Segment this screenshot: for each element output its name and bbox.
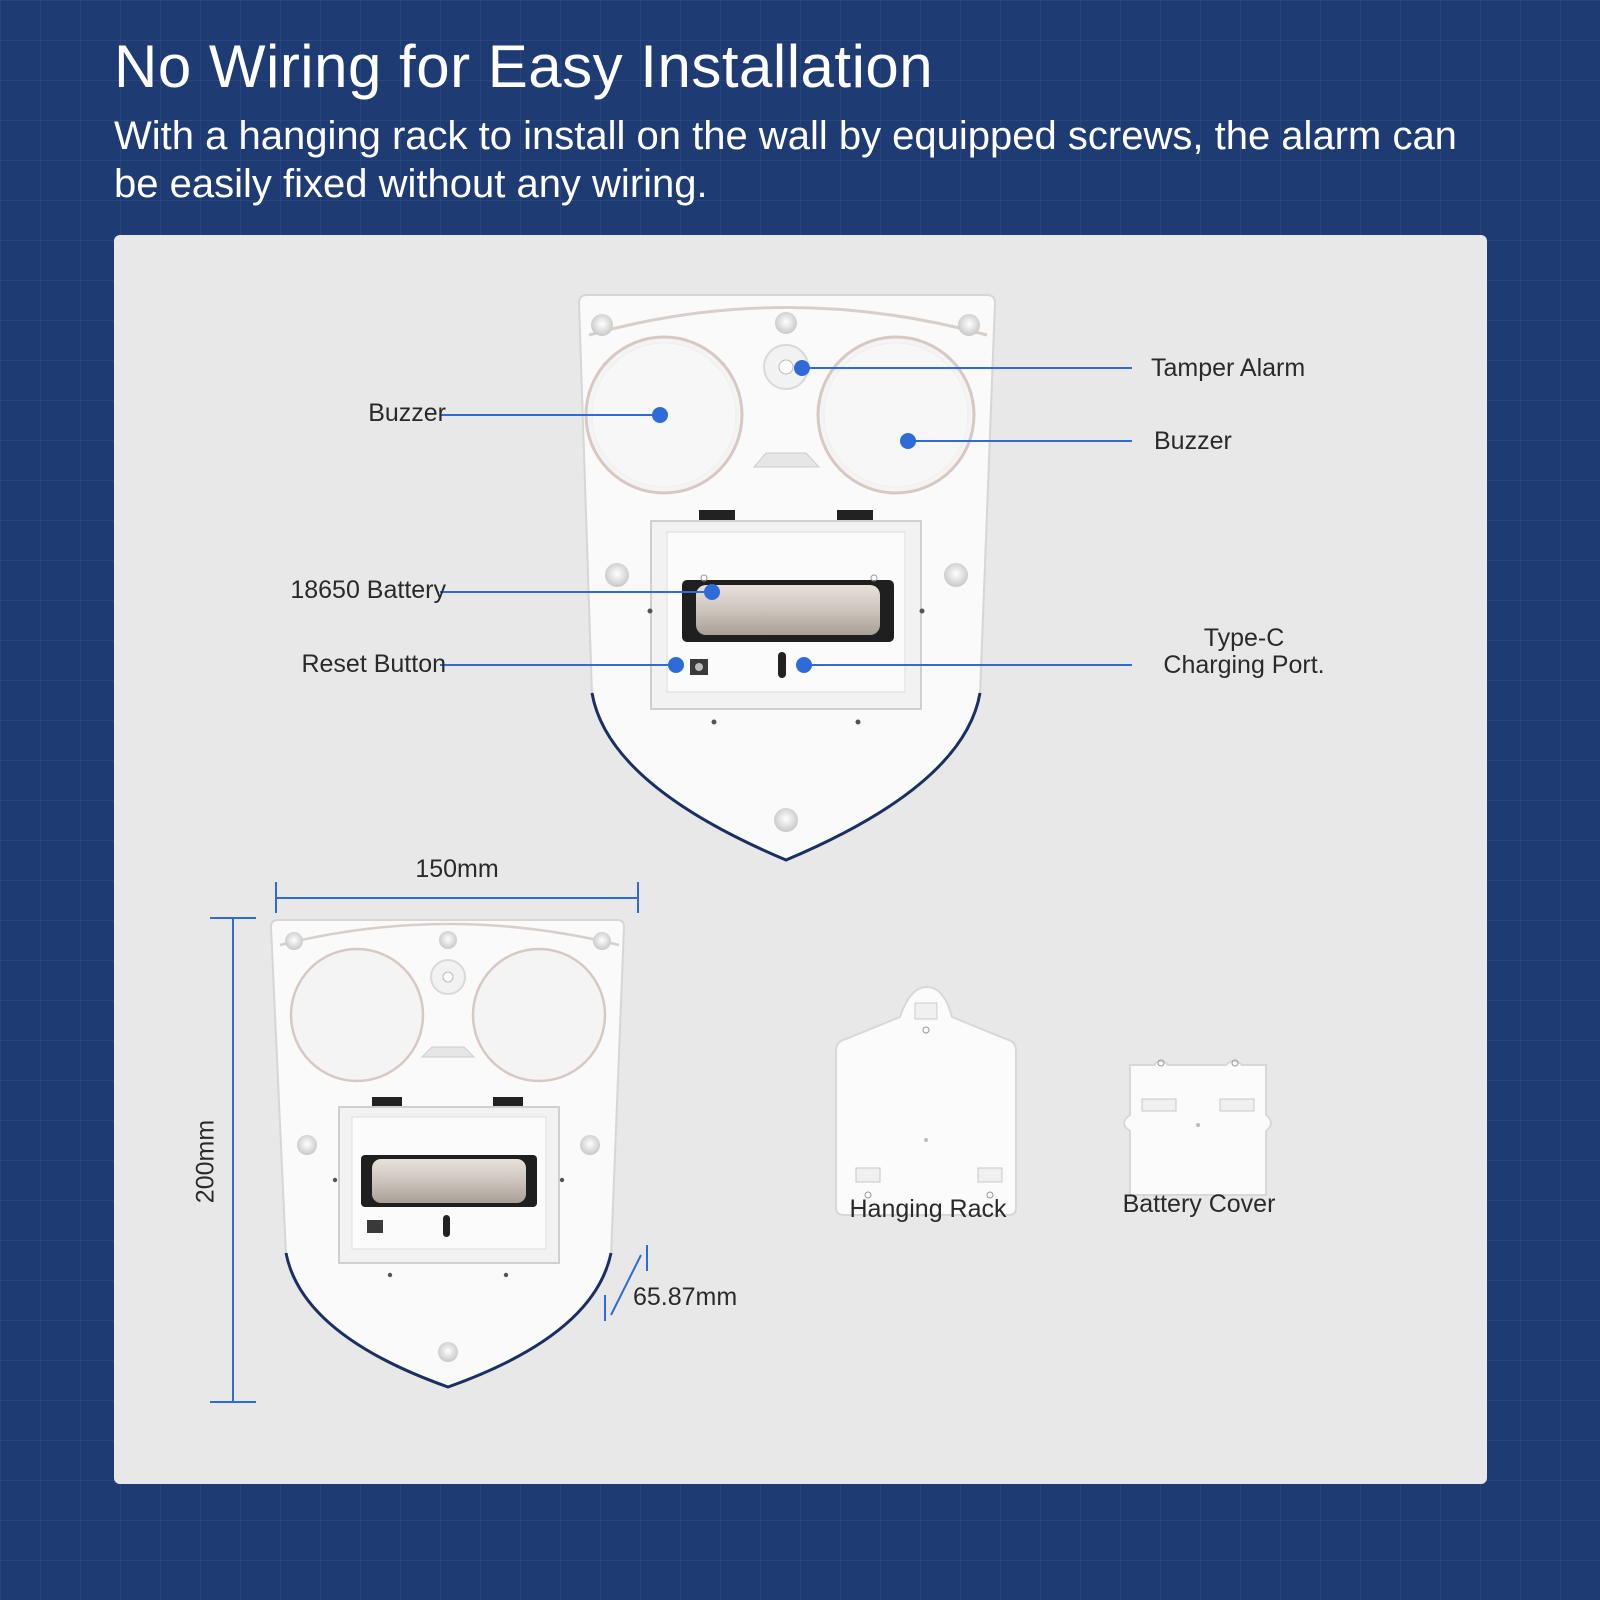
dot-typec [796,657,812,673]
screw-knob [774,808,798,832]
dimension-depth [604,1245,648,1321]
label-buzzer-right: Buzzer [1154,427,1232,455]
dot-battery [704,584,720,600]
screw-knob [944,563,968,587]
large-device-back [577,294,997,862]
screw-knob [958,314,980,336]
screw-knob [775,312,797,334]
callout-dots [652,360,916,673]
page-title: No Wiring for Easy Installation [114,33,934,100]
small-device-back [269,919,626,1389]
label-typec-port: Type-C Charging Port. [1139,625,1349,679]
dot-reset [668,657,684,673]
product-panel: Buzzer Tamper Alarm Buzzer 18650 Battery… [114,235,1487,1484]
dimension-height [210,917,256,1403]
hanging-rack [835,985,1017,1216]
dimension-height-label: 200mm [191,1119,220,1204]
screw-knob [605,563,629,587]
label-reset-button: Reset Button [301,650,446,678]
usb-c-port [778,652,786,678]
dot-buzzer-left [652,407,668,423]
dimension-depth-label: 65.87mm [633,1283,738,1311]
callout-lines [440,367,1132,666]
battery-compartment [647,510,925,725]
buzzer-right [816,335,976,495]
label-18650-battery: 18650 Battery [290,576,446,604]
label-hanging-rack: Hanging Rack [849,1195,1007,1223]
dot-tamper [794,360,810,376]
battery-18650 [696,585,880,635]
label-tamper-alarm: Tamper Alarm [1151,354,1306,382]
battery-cover [1123,1059,1272,1201]
dimension-width-label: 150mm [415,855,499,883]
label-typec-line2: Charging Port. [1163,651,1325,679]
label-battery-cover: Battery Cover [1122,1190,1276,1218]
dimension-width [275,882,639,913]
screw-knob [591,314,613,336]
label-typec-line1: Type-C [1203,624,1285,652]
label-buzzer-left: Buzzer [368,399,446,427]
page-subtitle: With a hanging rack to install on the wa… [114,114,1457,206]
product-illustration [210,294,1272,1403]
dot-buzzer-right [900,433,916,449]
